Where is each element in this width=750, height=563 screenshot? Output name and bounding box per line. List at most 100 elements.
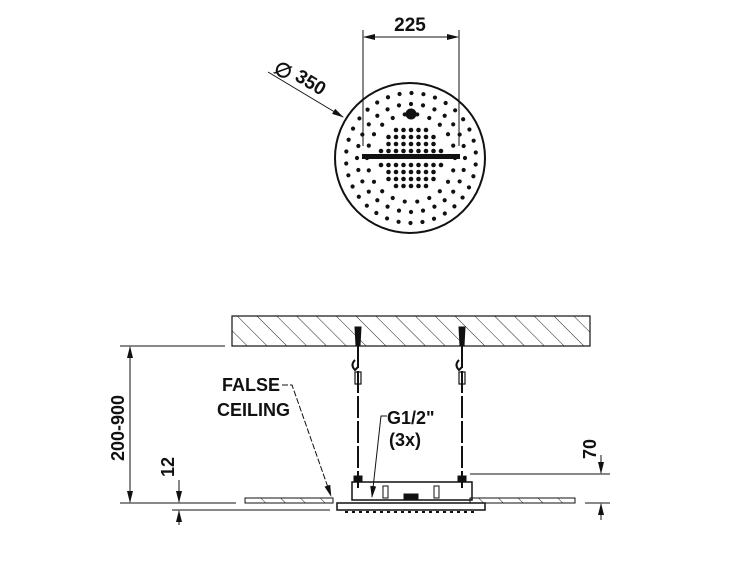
nozzle-dot xyxy=(401,148,406,154)
nozzle-dot xyxy=(431,148,436,154)
nozzle-dot xyxy=(393,162,399,168)
nozzle-dot xyxy=(386,162,391,168)
nozzle-dot xyxy=(451,168,456,173)
nozzle-dot xyxy=(461,143,466,149)
nozzle-dot xyxy=(442,198,447,203)
shower-head-outline xyxy=(334,82,486,234)
nozzle-dot xyxy=(453,108,458,113)
nozzle-dot xyxy=(471,174,476,179)
nozzle-dot xyxy=(437,122,442,127)
nozzle-dot xyxy=(371,179,377,184)
nozzle-dot xyxy=(401,162,406,168)
nozzle-dot xyxy=(416,127,421,133)
top-view xyxy=(267,30,486,234)
nozzle-dot xyxy=(378,148,384,154)
nozzle-dot xyxy=(415,199,420,204)
nozzle-dot xyxy=(365,107,370,112)
nozzle-dot xyxy=(438,148,444,154)
nozzle-dot xyxy=(471,138,476,143)
nozzle-dot xyxy=(443,100,448,106)
nozzle-dot xyxy=(451,143,456,148)
nozzle-dot xyxy=(346,173,351,178)
nozzle-dot xyxy=(366,168,371,173)
nozzle-dot xyxy=(401,141,406,147)
nozzle-dot xyxy=(461,167,466,173)
nozzle-dot xyxy=(356,194,361,199)
nozzle-dot xyxy=(401,134,406,140)
nozzle-pattern xyxy=(344,90,478,226)
nozzle-dot xyxy=(386,141,391,147)
nozzle-dot xyxy=(423,176,429,182)
mounting-box xyxy=(351,481,473,501)
nozzle-dot xyxy=(385,204,390,209)
nozzle-dot xyxy=(423,162,429,168)
nozzle-dot xyxy=(423,148,429,154)
nozzle-dot xyxy=(408,148,414,154)
nozzle-dot xyxy=(401,176,406,182)
nozzle-dot xyxy=(360,179,365,184)
nozzle-dot xyxy=(384,216,390,221)
nozzle-dot xyxy=(366,122,371,127)
nozzle-dot xyxy=(408,220,413,226)
nozzle-dot xyxy=(431,216,437,221)
nozzle-dot xyxy=(451,122,456,127)
dimension-200-900-label: 200-900 xyxy=(108,395,128,461)
nozzle-dot xyxy=(420,208,426,213)
nozzle-dot xyxy=(385,95,391,100)
nozzle-dot xyxy=(423,141,429,147)
nozzle-dot xyxy=(423,183,429,189)
nozzle-dot xyxy=(427,115,432,121)
nozzle-dot xyxy=(380,189,385,194)
nozzle-dot xyxy=(393,141,399,147)
nozzle-dot xyxy=(344,161,349,166)
false-ceiling-label-line2: CEILING xyxy=(217,400,290,420)
nozzle-dot xyxy=(390,195,395,201)
nozzle-dot xyxy=(408,176,414,182)
center-nozzle xyxy=(405,108,417,120)
nozzle-dot xyxy=(445,179,451,184)
nozzle-dot xyxy=(420,219,425,225)
nozzle-dot xyxy=(416,141,421,147)
nozzle-dot xyxy=(431,141,436,147)
nozzle-dot xyxy=(432,107,437,112)
connector-center xyxy=(403,493,419,500)
nozzle-dot xyxy=(364,203,369,208)
nozzle-dot xyxy=(416,148,421,154)
suspension-rod-right xyxy=(455,326,467,488)
nozzle-dot xyxy=(350,126,356,131)
nozzle-dot xyxy=(452,204,457,209)
nozzle-dot xyxy=(371,132,377,137)
nozzle-dot xyxy=(421,92,426,97)
nozzle-dot xyxy=(408,141,414,147)
nozzle-dot xyxy=(397,91,402,97)
nozzle-dot xyxy=(401,183,406,189)
nozzle-dot xyxy=(416,169,421,175)
nozzle-dot xyxy=(442,113,447,118)
nozzle-dot xyxy=(356,143,361,149)
nozzle-dot xyxy=(408,209,414,215)
nozzle-dot xyxy=(393,176,399,182)
nozzle-dot xyxy=(344,149,349,154)
nozzle-dot xyxy=(416,162,421,168)
nozzle-dot xyxy=(396,208,402,213)
nozzle-dot xyxy=(432,95,438,100)
nozzle-dot xyxy=(445,132,451,137)
side-view xyxy=(120,315,610,525)
nozzle-dot xyxy=(423,127,429,133)
dimension-225-label: 225 xyxy=(394,15,426,36)
false-ceiling-label-line1: FALSE xyxy=(222,375,280,395)
nozzle-dot xyxy=(408,169,414,175)
nozzle-dot xyxy=(408,101,414,107)
nozzle-dot xyxy=(437,189,442,194)
nozzle-dot xyxy=(396,103,402,108)
nozzle-dot xyxy=(393,127,399,133)
nozzle-dot xyxy=(390,115,395,121)
nozzle-dot xyxy=(375,113,380,118)
nozzle-dot xyxy=(416,183,421,189)
nozzle-dot xyxy=(409,90,414,96)
connection-label-line1: G1/2" xyxy=(387,408,435,428)
nozzle-dot xyxy=(375,198,380,203)
dimension-12-label: 12 xyxy=(158,457,178,477)
nozzle-dot xyxy=(408,162,414,168)
